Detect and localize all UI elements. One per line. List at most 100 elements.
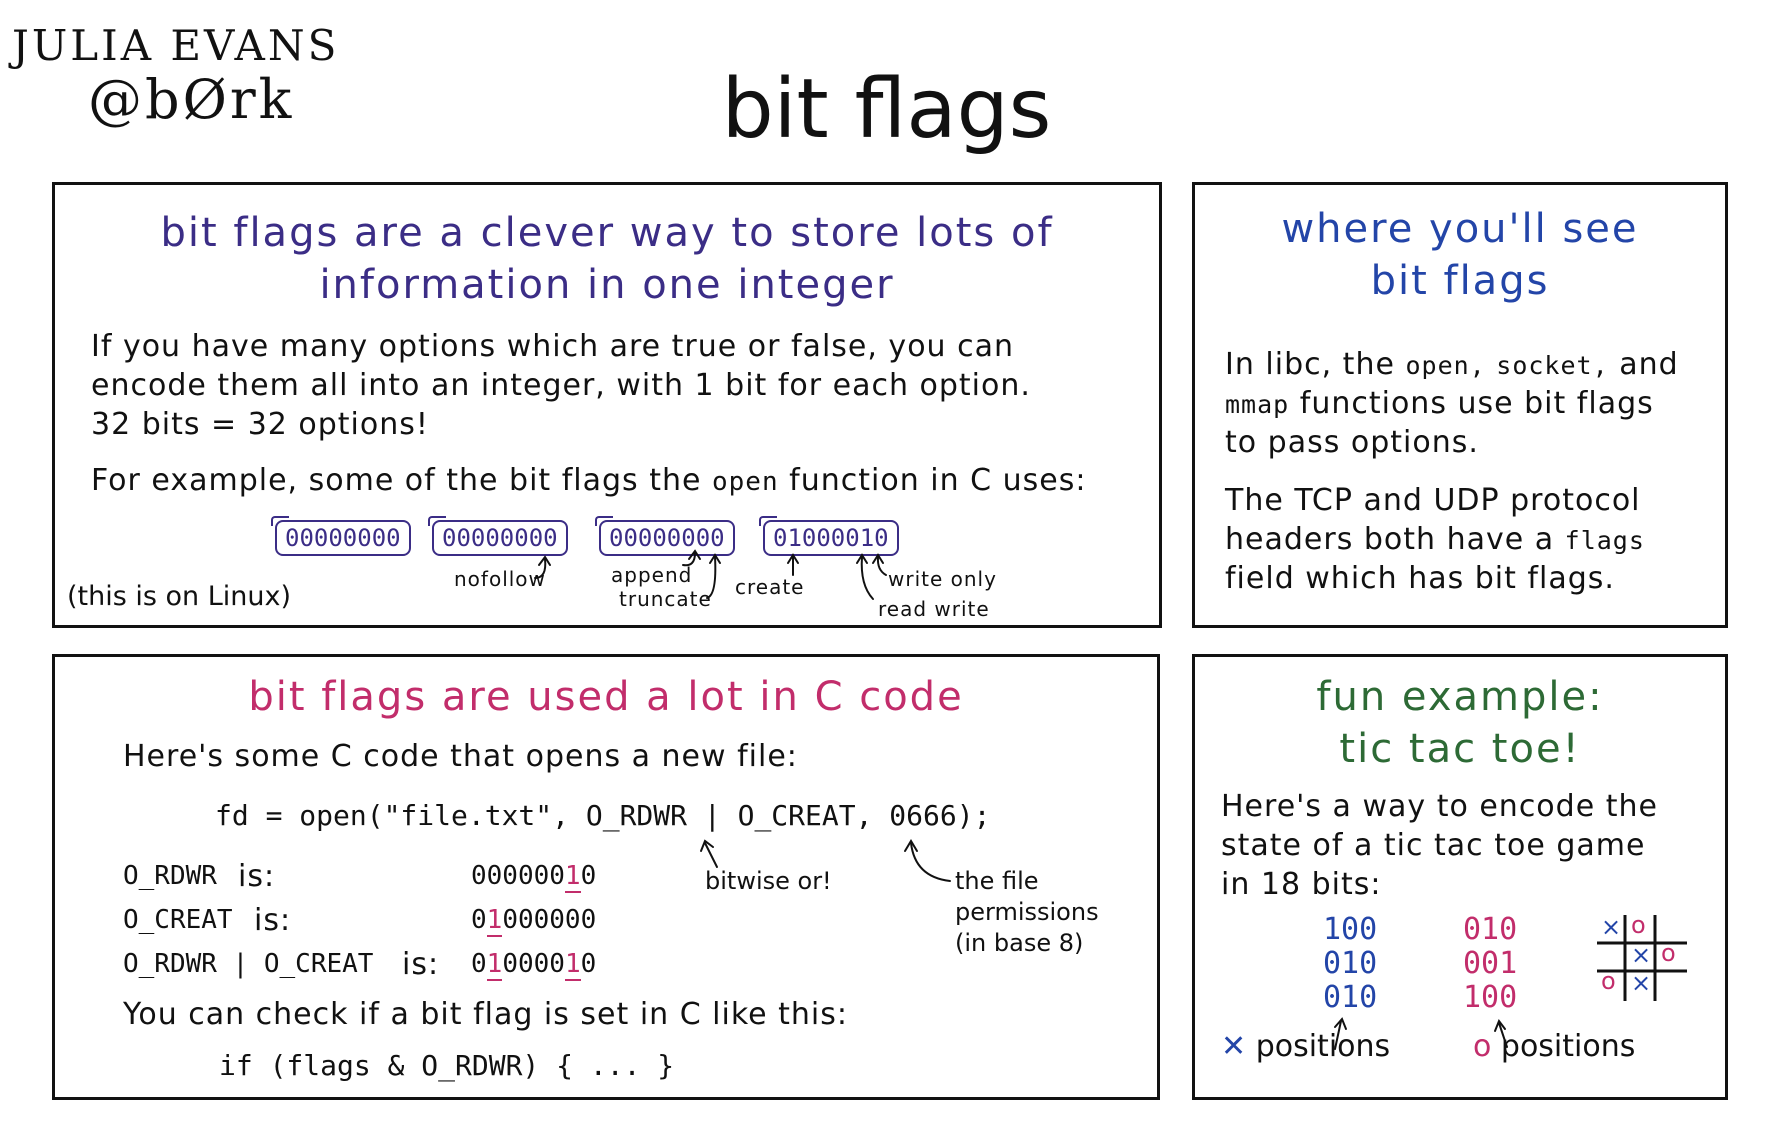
intro-heading-line1: bit flags are a clever way to store lots… — [160, 210, 1054, 256]
x-mark-icon: ✕ — [1221, 1029, 1247, 1064]
ttt-cell-2-0: o — [1601, 967, 1616, 995]
where-heading-line2: bit flags — [1370, 258, 1550, 304]
where-panel: where you'll see bit flags In libc, the … — [1192, 182, 1728, 628]
where-p1-line2: mmap functions use bit flags — [1225, 384, 1654, 424]
c-heading: bit flags are used a lot in C code — [248, 674, 964, 720]
c-row-1-bits: 00000010 — [471, 861, 597, 893]
where-code-flags: flags — [1564, 526, 1645, 555]
flag-byte-2: 00000000 — [428, 516, 568, 556]
where-p2-line1: The TCP and UDP protocol — [1225, 483, 1641, 518]
c-check-text: You can check if a bit flag is set in C … — [123, 997, 848, 1032]
where-p2-line3: field which has bit flags. — [1225, 561, 1615, 596]
flag-byte-1: 00000000 — [271, 516, 411, 556]
c-row-3-bits: 01000010 — [471, 949, 597, 981]
ttt-heading-line2: tic tac toe! — [1339, 726, 1581, 772]
intro-para-line2: encode them all into an integer, with 1 … — [91, 368, 1031, 403]
ttt-o-bits-1: 010 — [1463, 912, 1518, 947]
label-create: create — [735, 575, 805, 599]
c-row-2-name: O_CREAT — [123, 905, 233, 935]
where-p2-line2: headers both have a flags — [1225, 520, 1645, 560]
ttt-cell-1-2: o — [1661, 939, 1676, 967]
ttt-x-label: positions — [1255, 1029, 1391, 1064]
c-perm-note-3: (in base 8) — [955, 929, 1084, 957]
c-row-2-hl1: 1 — [486, 905, 503, 937]
ttt-cell-1-1: × — [1631, 941, 1652, 969]
intro-example-prefix: For example, some of the bit flags the — [91, 463, 702, 498]
c-perm-note-1: the file — [955, 867, 1039, 895]
where-p1-line3: to pass options. — [1225, 425, 1479, 460]
c-row-3-is: is: — [402, 947, 440, 982]
intro-para-line3: 32 bits = 32 options! — [91, 407, 429, 442]
c-row-1-name: O_RDWR — [123, 861, 217, 891]
ttt-board: × o × o o × — [1593, 911, 1689, 1003]
c-row-2-bits: 01000000 — [471, 905, 597, 937]
where-code-socket: socket, — [1496, 351, 1609, 380]
intro-example-line: For example, some of the bit flags the o… — [91, 461, 1086, 502]
ttt-x-bits-1: 100 — [1323, 912, 1378, 947]
intro-example-code: open — [711, 467, 779, 497]
ttt-o-bits-3: 100 — [1463, 980, 1518, 1015]
ttt-para-line2: state of a tic tac toe game — [1221, 828, 1646, 863]
ttt-o-label: positions — [1500, 1029, 1636, 1064]
c-row-2-pre: 0 — [471, 905, 487, 935]
where-code-mmap: mmap — [1225, 390, 1290, 419]
c-row-3-pre: 0 — [471, 949, 487, 979]
c-code-panel: bit flags are used a lot in C code Here'… — [52, 654, 1160, 1100]
label-read-write: read write — [878, 597, 990, 621]
ttt-cell-0-0: × — [1601, 913, 1622, 941]
c-row-1-post: 0 — [580, 861, 597, 891]
where-heading-line1: where you'll see — [1281, 206, 1639, 252]
where-p1-and: and — [1619, 347, 1679, 382]
c-code-line: fd = open("file.txt", O_RDWR | O_CREAT, … — [215, 799, 991, 832]
c-row-1-is: is: — [238, 859, 276, 894]
intro-note: (this is on Linux) — [67, 581, 292, 612]
ttt-para-line3: in 18 bits: — [1221, 867, 1382, 902]
intro-para-line1: If you have many options which are true … — [91, 329, 1014, 364]
where-p1-a: In libc, the — [1225, 347, 1395, 382]
ttt-x-legend: ✕ positions — [1221, 1029, 1390, 1064]
ttt-panel: fun example: tic tac toe! Here's a way t… — [1192, 654, 1728, 1100]
c-row-2-is: is: — [254, 903, 292, 938]
label-nofollow: nofollow — [454, 567, 546, 591]
ttt-x-bits-3: 010 — [1323, 980, 1378, 1015]
flag-byte-3: 00000000 — [595, 516, 735, 556]
author-name: JULIA EVANS — [12, 21, 340, 70]
c-row-3-hl2: 1 — [564, 949, 581, 981]
where-p1-b: functions use bit flags — [1299, 386, 1654, 421]
where-p1-line1: In libc, the open, socket, and — [1225, 345, 1679, 385]
flag-arrows — [534, 549, 887, 600]
ttt-grid-lines — [1597, 915, 1687, 1001]
ttt-x-bits-2: 010 — [1323, 946, 1378, 981]
c-row-3-hl1: 1 — [486, 949, 503, 981]
where-code-open: open, — [1405, 351, 1486, 380]
ttt-heading-line1: fun example: — [1316, 674, 1604, 720]
intro-panel: bit flags are a clever way to store lots… — [52, 182, 1162, 628]
label-append: append — [611, 563, 693, 587]
author-handle: @bØrk — [88, 68, 295, 131]
c-row-1-pre: 000000 — [471, 861, 565, 891]
intro-heading-line2: information in one integer — [319, 262, 895, 308]
label-truncate: truncate — [619, 587, 712, 611]
intro-example-suffix: function in C uses: — [789, 463, 1087, 498]
flag-byte-4: 01000010 — [759, 516, 899, 556]
label-write-only: write only — [888, 567, 997, 591]
where-p2-b: headers both have a — [1225, 522, 1555, 557]
author-signature: JULIA EVANS @bØrk — [12, 22, 339, 130]
ttt-arrows — [1334, 1017, 1508, 1050]
ttt-para-line1: Here's a way to encode the — [1221, 789, 1658, 824]
ttt-cell-0-1: o — [1631, 911, 1646, 939]
c-row-2-mid: 000000 — [502, 905, 597, 935]
c-row-3-post: 0 — [580, 949, 597, 979]
c-row-1-hl1: 1 — [564, 861, 581, 893]
c-check-code: if (flags & O_RDWR) { ... } — [219, 1049, 675, 1082]
ttt-o-legend: o positions — [1473, 1029, 1635, 1064]
c-row-3-mid: 0000 — [502, 949, 565, 979]
c-intro: Here's some C code that opens a new file… — [123, 739, 798, 774]
ttt-o-bits-2: 001 — [1463, 946, 1518, 981]
c-row-3-name: O_RDWR | O_CREAT — [123, 949, 374, 979]
c-bitwise-note: bitwise or! — [705, 867, 832, 895]
o-mark-icon: o — [1473, 1029, 1492, 1064]
ttt-cell-2-1: × — [1631, 969, 1652, 997]
c-perm-note-2: permissions — [955, 898, 1099, 926]
page-title: bit flags — [721, 62, 1052, 157]
